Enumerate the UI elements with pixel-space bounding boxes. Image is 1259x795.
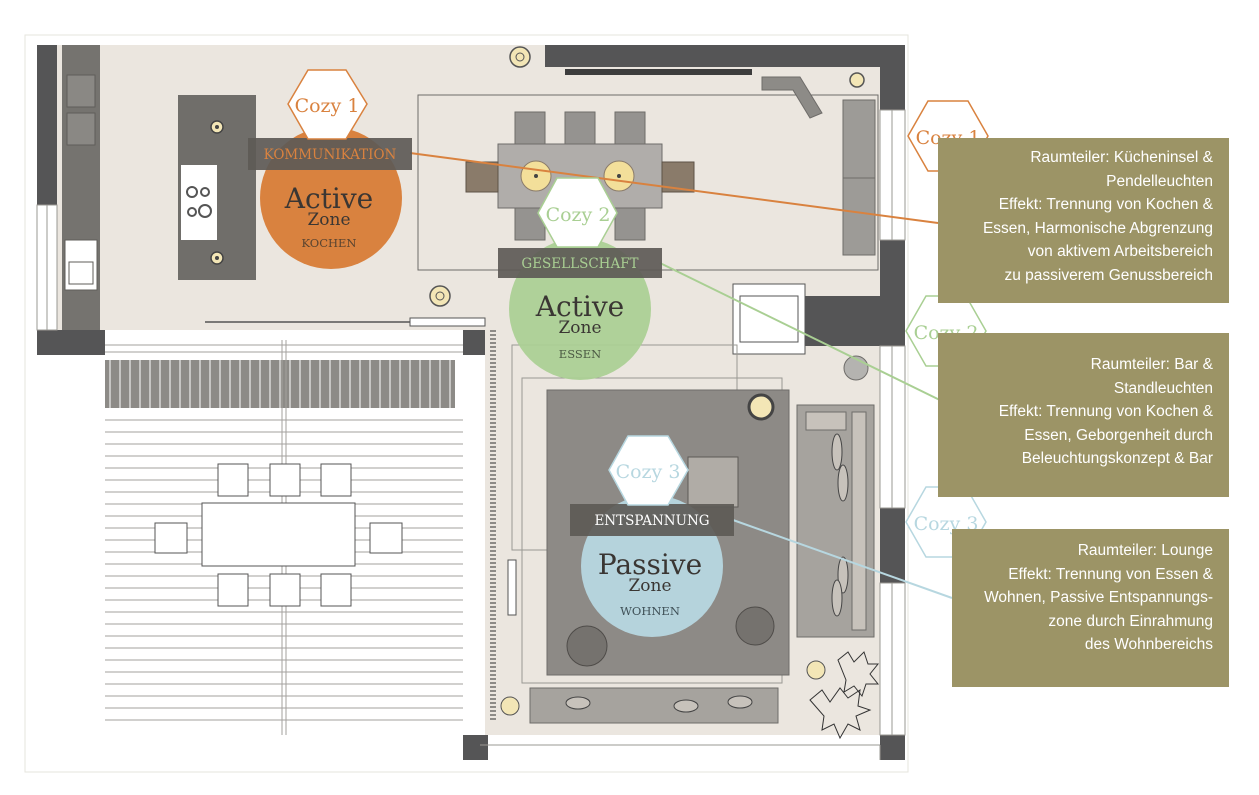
zone-label-bar-2 (498, 248, 662, 278)
cozy-marker-2-plan: Cozy 2 (537, 177, 618, 248)
info-line: zone durch Einrahmung (1048, 612, 1213, 630)
info-line: Raumteiler: Bar & (1090, 356, 1213, 373)
info-line: Wohnen, Passive Entspannungs- (984, 589, 1213, 606)
info-line: Effekt: Trennung von Kochen & (998, 403, 1213, 420)
walls (37, 45, 905, 760)
terrace (105, 340, 463, 735)
zone-kochen-room: KOCHEN (302, 236, 357, 250)
zone-kochen-small: Zone (307, 210, 350, 230)
connector-line-3 (732, 519, 953, 599)
cozy-marker-3-plan: Cozy 3 (608, 435, 689, 506)
zone-wohnen-room: WOHNEN (620, 604, 680, 618)
svg-text:Cozy 3: Cozy 3 (616, 461, 681, 483)
zone-label-bar-1 (248, 138, 412, 170)
sink (64, 239, 98, 291)
info-box-cozy-1: Raumteiler: Kücheninsel & Pendelleuchten… (938, 138, 1229, 303)
info-line: Pendelleuchten (1106, 172, 1213, 190)
connector-line-2 (659, 262, 951, 406)
info-line: Raumteiler: Lounge (1077, 542, 1213, 559)
info-box-cozy-2: Raumteiler: Bar & Standleuchten Effekt: … (938, 333, 1229, 497)
info-line: zu passiverem Genussbereich (1004, 266, 1214, 284)
svg-text:Cozy 2: Cozy 2 (546, 204, 611, 226)
zone-wohnen-big: Passive (598, 548, 702, 581)
plant-icon (809, 651, 880, 740)
zone-kochen-big: Active (284, 182, 374, 215)
zone-label-entspannung: ENTSPANNUNG (594, 513, 709, 529)
zone-label-gesellschaft: GESELLSCHAFT (521, 256, 638, 272)
zone-label-bar-3 (570, 504, 734, 536)
cooktop (181, 165, 217, 240)
info-line: Essen, Geborgenheit durch (1024, 426, 1213, 444)
info-box-cozy-3: Raumteiler: Lounge Effekt: Trennung von … (952, 529, 1229, 687)
zone-essen-room: ESSEN (559, 347, 601, 361)
info-line: Essen, Harmonische Abgrenzung (982, 219, 1213, 237)
info-line: Beleuchtungskonzept & Bar (1021, 450, 1213, 467)
cozy-marker-1-plan: Cozy 1 (287, 69, 368, 140)
info-line: Effekt: Trennung von Kochen & (998, 196, 1213, 213)
svg-text:Cozy 1: Cozy 1 (295, 95, 360, 117)
dining-chairs (514, 111, 646, 241)
connector-line-1 (409, 152, 939, 224)
info-line: Standleuchten (1113, 379, 1213, 397)
zone-label-kommunikation: KOMMUNIKATION (264, 147, 397, 163)
info-line: von aktivem Arbeitsbereich (1027, 243, 1213, 260)
info-line: Effekt: Trennung von Essen & (1008, 565, 1213, 583)
zone-wohnen-small: Zone (628, 576, 671, 596)
info-line: des Wohnbereichs (1084, 636, 1213, 653)
zone-essen-big: Active (535, 290, 625, 323)
info-line: Raumteiler: Kücheninsel & (1030, 149, 1213, 166)
zone-essen-small: Zone (558, 318, 601, 338)
coffee-table (687, 456, 739, 508)
bar-cabinet (732, 283, 806, 355)
